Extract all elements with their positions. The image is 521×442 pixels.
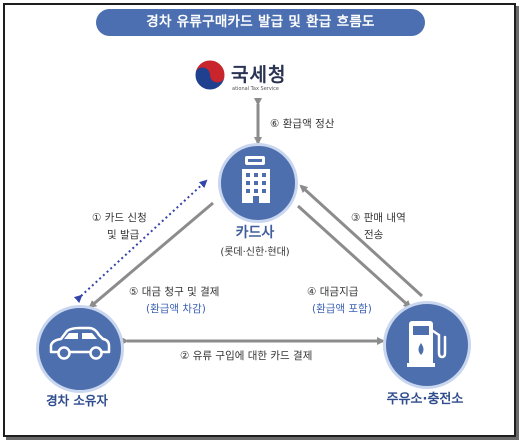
step-5-line1: ⑤ 대금 청구 및 결제: [129, 286, 220, 298]
gas-station-label: 주유소·충전소: [386, 392, 464, 407]
step-3-line1: ③ 판매 내역: [351, 212, 406, 224]
step-1-line1: ① 카드 신청: [92, 212, 147, 224]
car-owner-label: 경차 소유자: [46, 393, 108, 408]
nts-subtitle: ational Tax Service: [232, 86, 280, 92]
arrow-card-issue: [73, 179, 208, 304]
step-4-line1: ④ 대금지급: [307, 286, 359, 298]
step-2-label: ② 유류 구입에 대한 카드 결제: [180, 350, 313, 362]
step-1-line2: 및 발급: [107, 229, 140, 241]
step-4-line2: (환급액 포함): [312, 303, 372, 315]
car-icon: [49, 326, 111, 360]
step-3-line2: 전송: [364, 229, 384, 241]
nts-taegeuk-logo-icon: [194, 59, 226, 91]
card-company-detail: (롯데·신한·현대): [220, 247, 290, 258]
card-company-label: 카드사: [235, 225, 275, 241]
arrow-sales-transfer: [299, 184, 424, 298]
step-5-line2: (환급액 차감): [146, 303, 206, 315]
fuel-pump-icon: [407, 321, 447, 367]
arrow-payment: [296, 204, 412, 309]
step-6-label: ⑥ 환급액 정산: [270, 118, 335, 130]
nts-name: 국세청: [231, 64, 287, 86]
office-building-icon: [242, 156, 270, 203]
diagram-title: 경차 유류구매카드 발급 및 환급 흐름도: [96, 9, 425, 36]
